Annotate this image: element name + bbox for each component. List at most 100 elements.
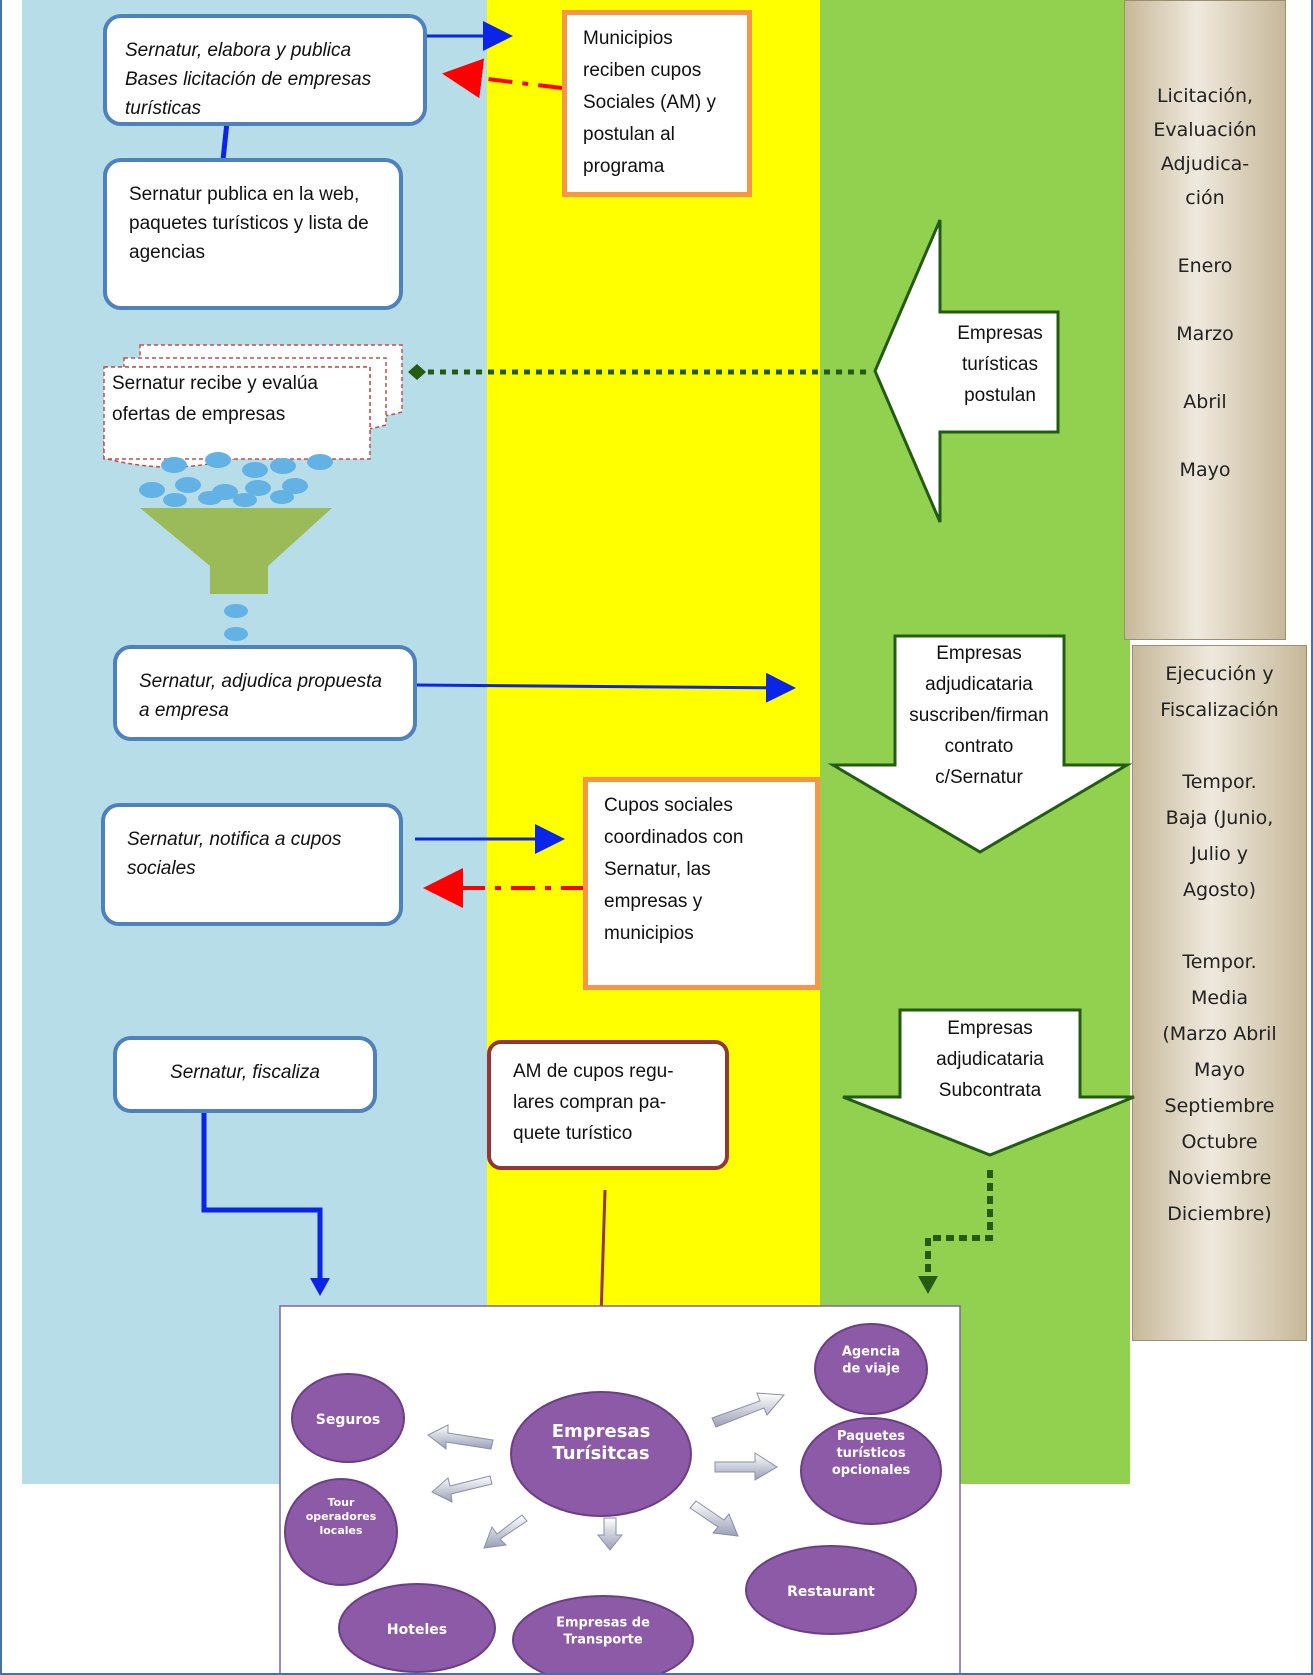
- arrow-to-paquetes-icon: [714, 1452, 778, 1481]
- sernatur-bases-box: Sernatur, elabora y publica Bases licita…: [103, 14, 427, 126]
- bubble-hoteles-label: Hoteles: [387, 1622, 447, 1638]
- text-line: Julio y: [1190, 843, 1249, 865]
- bubble-paquetes: [800, 1417, 942, 1525]
- label-line: Agencia: [842, 1345, 900, 1360]
- funnel-dots-icon: [139, 452, 333, 641]
- label-line: Restaurant: [787, 1584, 875, 1600]
- text-line: Enero: [1177, 255, 1233, 277]
- bubble-empresas-turisticas: [510, 1391, 692, 1517]
- text-line: Abril: [1183, 391, 1227, 413]
- text-line: Empresas: [947, 1018, 1033, 1039]
- text-line: Subcontrata: [938, 1080, 1042, 1101]
- bases-to-web-connector: [220, 121, 230, 161]
- label-line: Paquetes: [837, 1429, 905, 1444]
- subcontrata-arrowhead: [918, 1276, 938, 1294]
- municipios-to-bases-arrow: [442, 58, 563, 99]
- text-line: coordinados con: [604, 827, 744, 848]
- sernatur-notifica-box: Sernatur, notifica a cupos sociales: [101, 803, 403, 926]
- text-line: ción: [1185, 187, 1225, 209]
- label-line: locales: [319, 1524, 363, 1537]
- text-line: Noviembre: [1167, 1167, 1272, 1189]
- label-line: turísticos: [836, 1446, 905, 1461]
- sernatur-recibe-text: Sernatur recibe y evalúa ofertas de empr…: [112, 373, 318, 425]
- text-line: c/Sernatur: [935, 767, 1023, 788]
- text-line: Tempor.: [1182, 951, 1257, 973]
- text-line: programa: [583, 156, 665, 177]
- label-line: operadores: [306, 1510, 377, 1523]
- label-line: Empresas de: [556, 1616, 650, 1631]
- text-line: Septiembre: [1164, 1095, 1275, 1117]
- text-line: reciben cupos: [583, 60, 702, 81]
- fiscaliza-arrowhead: [310, 1278, 330, 1296]
- text-line: Evaluación: [1153, 119, 1257, 141]
- text-line: municipios: [604, 923, 694, 944]
- label-line: Hoteles: [387, 1622, 447, 1638]
- sernatur-recibe-label: Sernatur recibe y evalúa ofertas de empr…: [104, 368, 354, 430]
- arrow-to-transporte-icon: [596, 1517, 624, 1551]
- text-line: Cupos sociales: [604, 795, 733, 816]
- cluster-bubbles: [284, 1323, 942, 1675]
- text-line: quete turístico: [513, 1123, 633, 1144]
- sernatur-bases-text: Sernatur, elabora y publica Bases licita…: [125, 40, 372, 119]
- text-line: Mayo: [1194, 1059, 1245, 1081]
- arrow-to-hoteles-icon: [483, 1514, 528, 1549]
- text-line: contrato: [944, 736, 1014, 757]
- bubble-restaurant-label: Restaurant: [787, 1584, 875, 1600]
- text-line: AM de cupos regu-: [513, 1061, 674, 1082]
- label-line: Tour: [328, 1496, 355, 1509]
- cluster-arrows: [427, 1392, 786, 1551]
- label-line: Transporte: [563, 1633, 642, 1648]
- text-line: Empresas: [936, 643, 1022, 664]
- text-line: (Marzo Abril: [1162, 1023, 1277, 1045]
- label-line: opcionales: [832, 1463, 911, 1478]
- sernatur-notifica-text: Sernatur, notifica a cupos sociales: [127, 829, 342, 879]
- fiscaliza-elbow-connector: [201, 1058, 323, 1282]
- postulan-connector-diamond: [408, 364, 426, 380]
- text-line: Marzo: [1176, 323, 1234, 345]
- arrow-to-tour-icon: [431, 1475, 493, 1503]
- text-line: empresas y: [604, 891, 703, 912]
- lane-beneficiarios: [487, 0, 820, 1484]
- text-line: Media: [1190, 987, 1249, 1009]
- arrow-to-restaurant-icon: [689, 1500, 739, 1537]
- text-line: turísticas: [961, 354, 1039, 375]
- bubble-agencia: [814, 1323, 928, 1415]
- bubble-tour: [284, 1478, 398, 1586]
- text-line: Mayo: [1179, 459, 1231, 481]
- text-line: Ejecución y: [1165, 663, 1274, 685]
- sernatur-adjudica-text: Sernatur, adjudica propuesta a empresa: [139, 671, 382, 721]
- text-line: Tempor.: [1182, 771, 1257, 793]
- text-line: Sernatur, las: [604, 859, 711, 880]
- text-line: Adjudica-: [1160, 153, 1250, 175]
- sernatur-fiscaliza-text: Sernatur, fiscaliza: [170, 1062, 320, 1083]
- adjudica-to-empresas-arrow: [416, 672, 796, 703]
- text-line: Octubre: [1181, 1131, 1258, 1153]
- subcontrata-block-arrow: [842, 1008, 1135, 1157]
- am-cupos-text: AM de cupos regu-lares compran pa-quete …: [513, 1056, 703, 1149]
- label-line: de viaje: [842, 1362, 900, 1377]
- text-line: Licitación,: [1156, 85, 1254, 107]
- bubble-hoteles: [338, 1583, 496, 1673]
- text-line: Empresas: [957, 323, 1043, 344]
- am-cupos-box: AM de cupos regu-lares compran pa-quete …: [487, 1040, 729, 1170]
- text-line: adjudicataria: [936, 1049, 1044, 1070]
- adjudicataria-block-arrow: [827, 634, 1133, 854]
- label-line: Seguros: [316, 1412, 380, 1428]
- sernatur-web-text: Sernatur publica en la web, paquetes tur…: [129, 184, 369, 263]
- text-line: lares compran pa-: [513, 1092, 667, 1113]
- sernatur-web-box: Sernatur publica en la web, paquetes tur…: [103, 158, 403, 310]
- bubble-seguros: [291, 1373, 405, 1463]
- bubble-seguros-label: Seguros: [316, 1412, 380, 1428]
